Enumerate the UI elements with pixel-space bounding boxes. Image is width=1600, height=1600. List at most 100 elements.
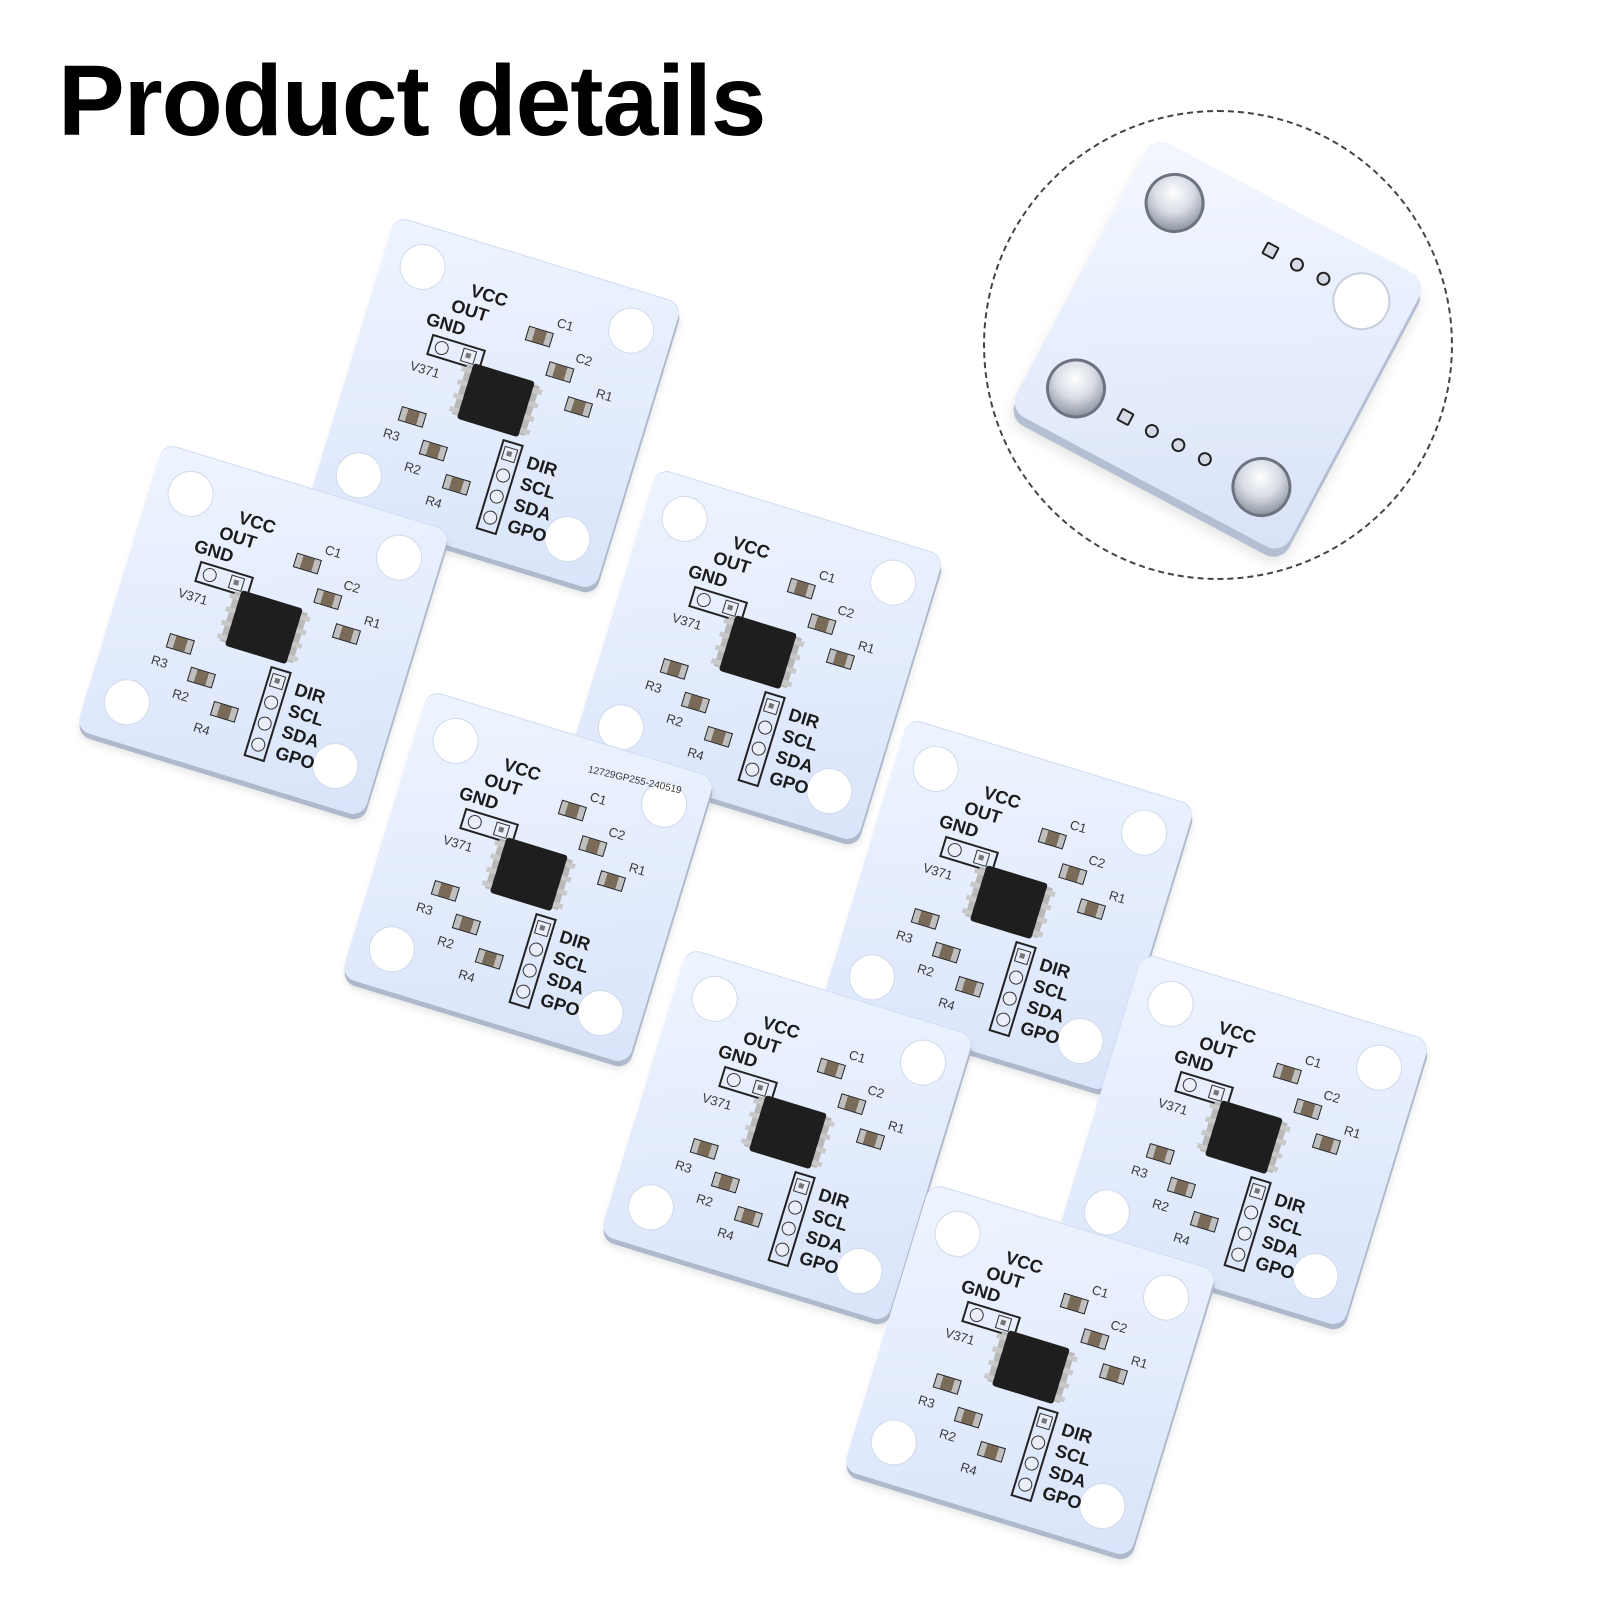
label-r1: R1	[627, 859, 648, 879]
via-pad	[1115, 407, 1135, 427]
capacitor-c2	[1293, 1098, 1323, 1121]
label-c2: C2	[835, 601, 857, 622]
via-pad	[1287, 255, 1307, 275]
resistor-r2	[186, 666, 217, 689]
mounting-hole	[370, 528, 428, 587]
resistor-r3	[932, 1372, 962, 1395]
back-side-detail-circle	[983, 110, 1453, 580]
label-r2: R2	[435, 932, 456, 952]
label-r4: R4	[685, 744, 706, 764]
label-r4: R4	[456, 966, 477, 986]
resistor-r4	[1189, 1210, 1220, 1233]
capacitor-c2	[313, 588, 343, 611]
mounting-hole	[1322, 261, 1401, 341]
label-r4: R4	[715, 1224, 736, 1244]
resistor-r1	[855, 1128, 886, 1151]
resistor-r3	[910, 907, 940, 930]
capacitor-c1	[1272, 1062, 1302, 1085]
resistor-r3	[430, 879, 460, 902]
label-r1: R1	[1107, 887, 1128, 907]
resistor-r1	[563, 396, 594, 419]
label-r3: R3	[381, 425, 402, 445]
label-r4: R4	[958, 1459, 979, 1479]
label-c1: C1	[1090, 1282, 1111, 1302]
label-r4: R4	[191, 719, 212, 739]
resistor-r4	[209, 700, 240, 723]
label-version: V371	[943, 1324, 977, 1349]
label-r1: R1	[1342, 1122, 1363, 1142]
mounting-hole	[363, 920, 421, 979]
resistor-r3	[689, 1137, 719, 1160]
capacitor-c2	[578, 835, 608, 858]
capacitor-c1	[524, 325, 554, 348]
label-c2: C2	[1321, 1086, 1343, 1107]
mounting-hole-metal	[1035, 347, 1117, 429]
label-version: V371	[441, 831, 475, 856]
label-r3: R3	[643, 677, 664, 697]
label-c1: C1	[817, 567, 838, 587]
mounting-hole	[426, 712, 485, 770]
resistor-r4	[976, 1440, 1007, 1463]
capacitor-c1	[292, 552, 322, 575]
mounting-hole	[865, 1413, 923, 1472]
resistor-r4	[474, 947, 505, 970]
resistor-r3	[397, 405, 427, 428]
label-c2: C2	[865, 1081, 887, 1102]
mounting-hole	[655, 490, 714, 548]
resistor-r2	[931, 941, 962, 964]
resistor-r2	[418, 439, 449, 462]
resistor-r2	[1166, 1176, 1197, 1199]
label-r3: R3	[149, 652, 170, 672]
sensor-chip	[740, 1095, 835, 1170]
label-version: V371	[921, 859, 955, 884]
capacitor-c1	[1059, 1292, 1089, 1315]
label-r4: R4	[936, 994, 957, 1014]
mounting-hole	[622, 1178, 680, 1237]
resistor-r1	[1311, 1133, 1342, 1156]
label-c1: C1	[588, 789, 609, 809]
label-r2: R2	[694, 1190, 715, 1210]
sensor-chip	[710, 615, 805, 690]
label-r2: R2	[170, 685, 191, 705]
resistor-r1	[1076, 898, 1107, 921]
label-c1: C1	[1068, 817, 1089, 837]
label-r1: R1	[1129, 1352, 1150, 1372]
capacitor-c1	[1037, 827, 1067, 850]
sensor-chip	[1196, 1100, 1291, 1175]
label-c1: C1	[847, 1047, 868, 1067]
sensor-chip	[961, 865, 1056, 940]
mounting-hole-metal	[1134, 162, 1216, 244]
resistor-r2	[451, 913, 482, 936]
resistor-r3	[165, 632, 195, 655]
capacitor-c1	[786, 577, 816, 600]
page-title: Product details	[58, 45, 766, 157]
via-pad	[1261, 241, 1280, 261]
label-r4: R4	[423, 492, 444, 512]
mounting-hole	[894, 1033, 952, 1092]
resistor-r4	[733, 1205, 764, 1228]
resistor-r1	[1098, 1363, 1129, 1386]
label-r2: R2	[937, 1425, 958, 1445]
capacitor-c1	[816, 1057, 846, 1080]
label-c2: C2	[341, 576, 363, 597]
label-r1: R1	[886, 1117, 907, 1137]
capacitor-c2	[837, 1093, 867, 1116]
resistor-r1	[596, 870, 627, 893]
mounting-hole	[98, 673, 156, 732]
via-pad	[1313, 269, 1333, 289]
resistor-r3	[1145, 1142, 1175, 1165]
label-r2: R2	[1150, 1195, 1171, 1215]
via-pad	[1195, 449, 1215, 469]
label-version: V371	[1156, 1094, 1190, 1119]
mounting-hole	[393, 238, 452, 296]
resistor-r4	[441, 473, 472, 496]
mounting-hole	[1350, 1038, 1408, 1097]
label-version: V371	[670, 609, 704, 634]
sensor-chip	[983, 1330, 1078, 1405]
label-c2: C2	[606, 823, 628, 844]
label-c2: C2	[1086, 851, 1108, 872]
resistor-r1	[825, 648, 856, 671]
mounting-hole-metal	[1220, 446, 1302, 528]
label-r3: R3	[673, 1157, 694, 1177]
label-c1: C1	[323, 542, 344, 562]
